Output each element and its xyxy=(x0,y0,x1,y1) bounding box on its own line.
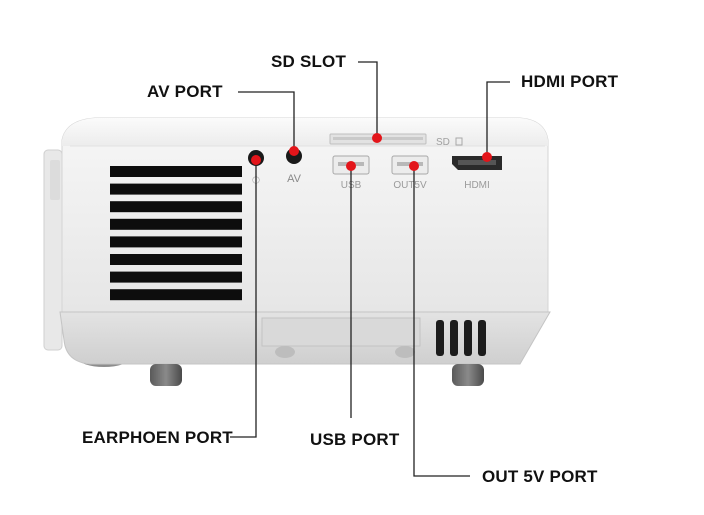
projector-body xyxy=(62,118,548,312)
usb-port-label: USB PORT xyxy=(310,430,399,450)
vent-slat xyxy=(110,166,242,177)
earphone-port-label: EARPHOEN PORT xyxy=(82,428,233,448)
vent-slat xyxy=(110,289,242,300)
projector-base xyxy=(60,312,550,364)
vent-slat xyxy=(110,272,242,283)
av-port-label: AV PORT xyxy=(147,82,223,102)
vent-slat xyxy=(110,219,242,230)
vent-slat xyxy=(110,201,242,212)
out5v-port: OUT5V xyxy=(392,156,428,191)
sd-slot-label: SD SLOT xyxy=(271,52,346,72)
hdmi-marker xyxy=(482,152,492,162)
vent-slat xyxy=(110,184,242,195)
vent-slat xyxy=(110,236,242,247)
feet xyxy=(150,364,484,386)
side-panel xyxy=(44,150,62,350)
av-print: AV xyxy=(287,173,302,185)
out5v-marker xyxy=(409,161,419,171)
sd-print: SD xyxy=(436,137,450,148)
usb-marker xyxy=(346,161,356,171)
sd-marker xyxy=(372,133,382,143)
out-5v-port-label: OUT 5V PORT xyxy=(482,467,598,487)
earphone-marker xyxy=(251,155,261,165)
out5v-print: OUT5V xyxy=(393,180,427,191)
vent-slat xyxy=(110,254,242,265)
av-marker xyxy=(289,146,299,156)
hdmi-print: HDMI xyxy=(464,180,490,191)
hdmi-port-label: HDMI PORT xyxy=(521,72,618,92)
